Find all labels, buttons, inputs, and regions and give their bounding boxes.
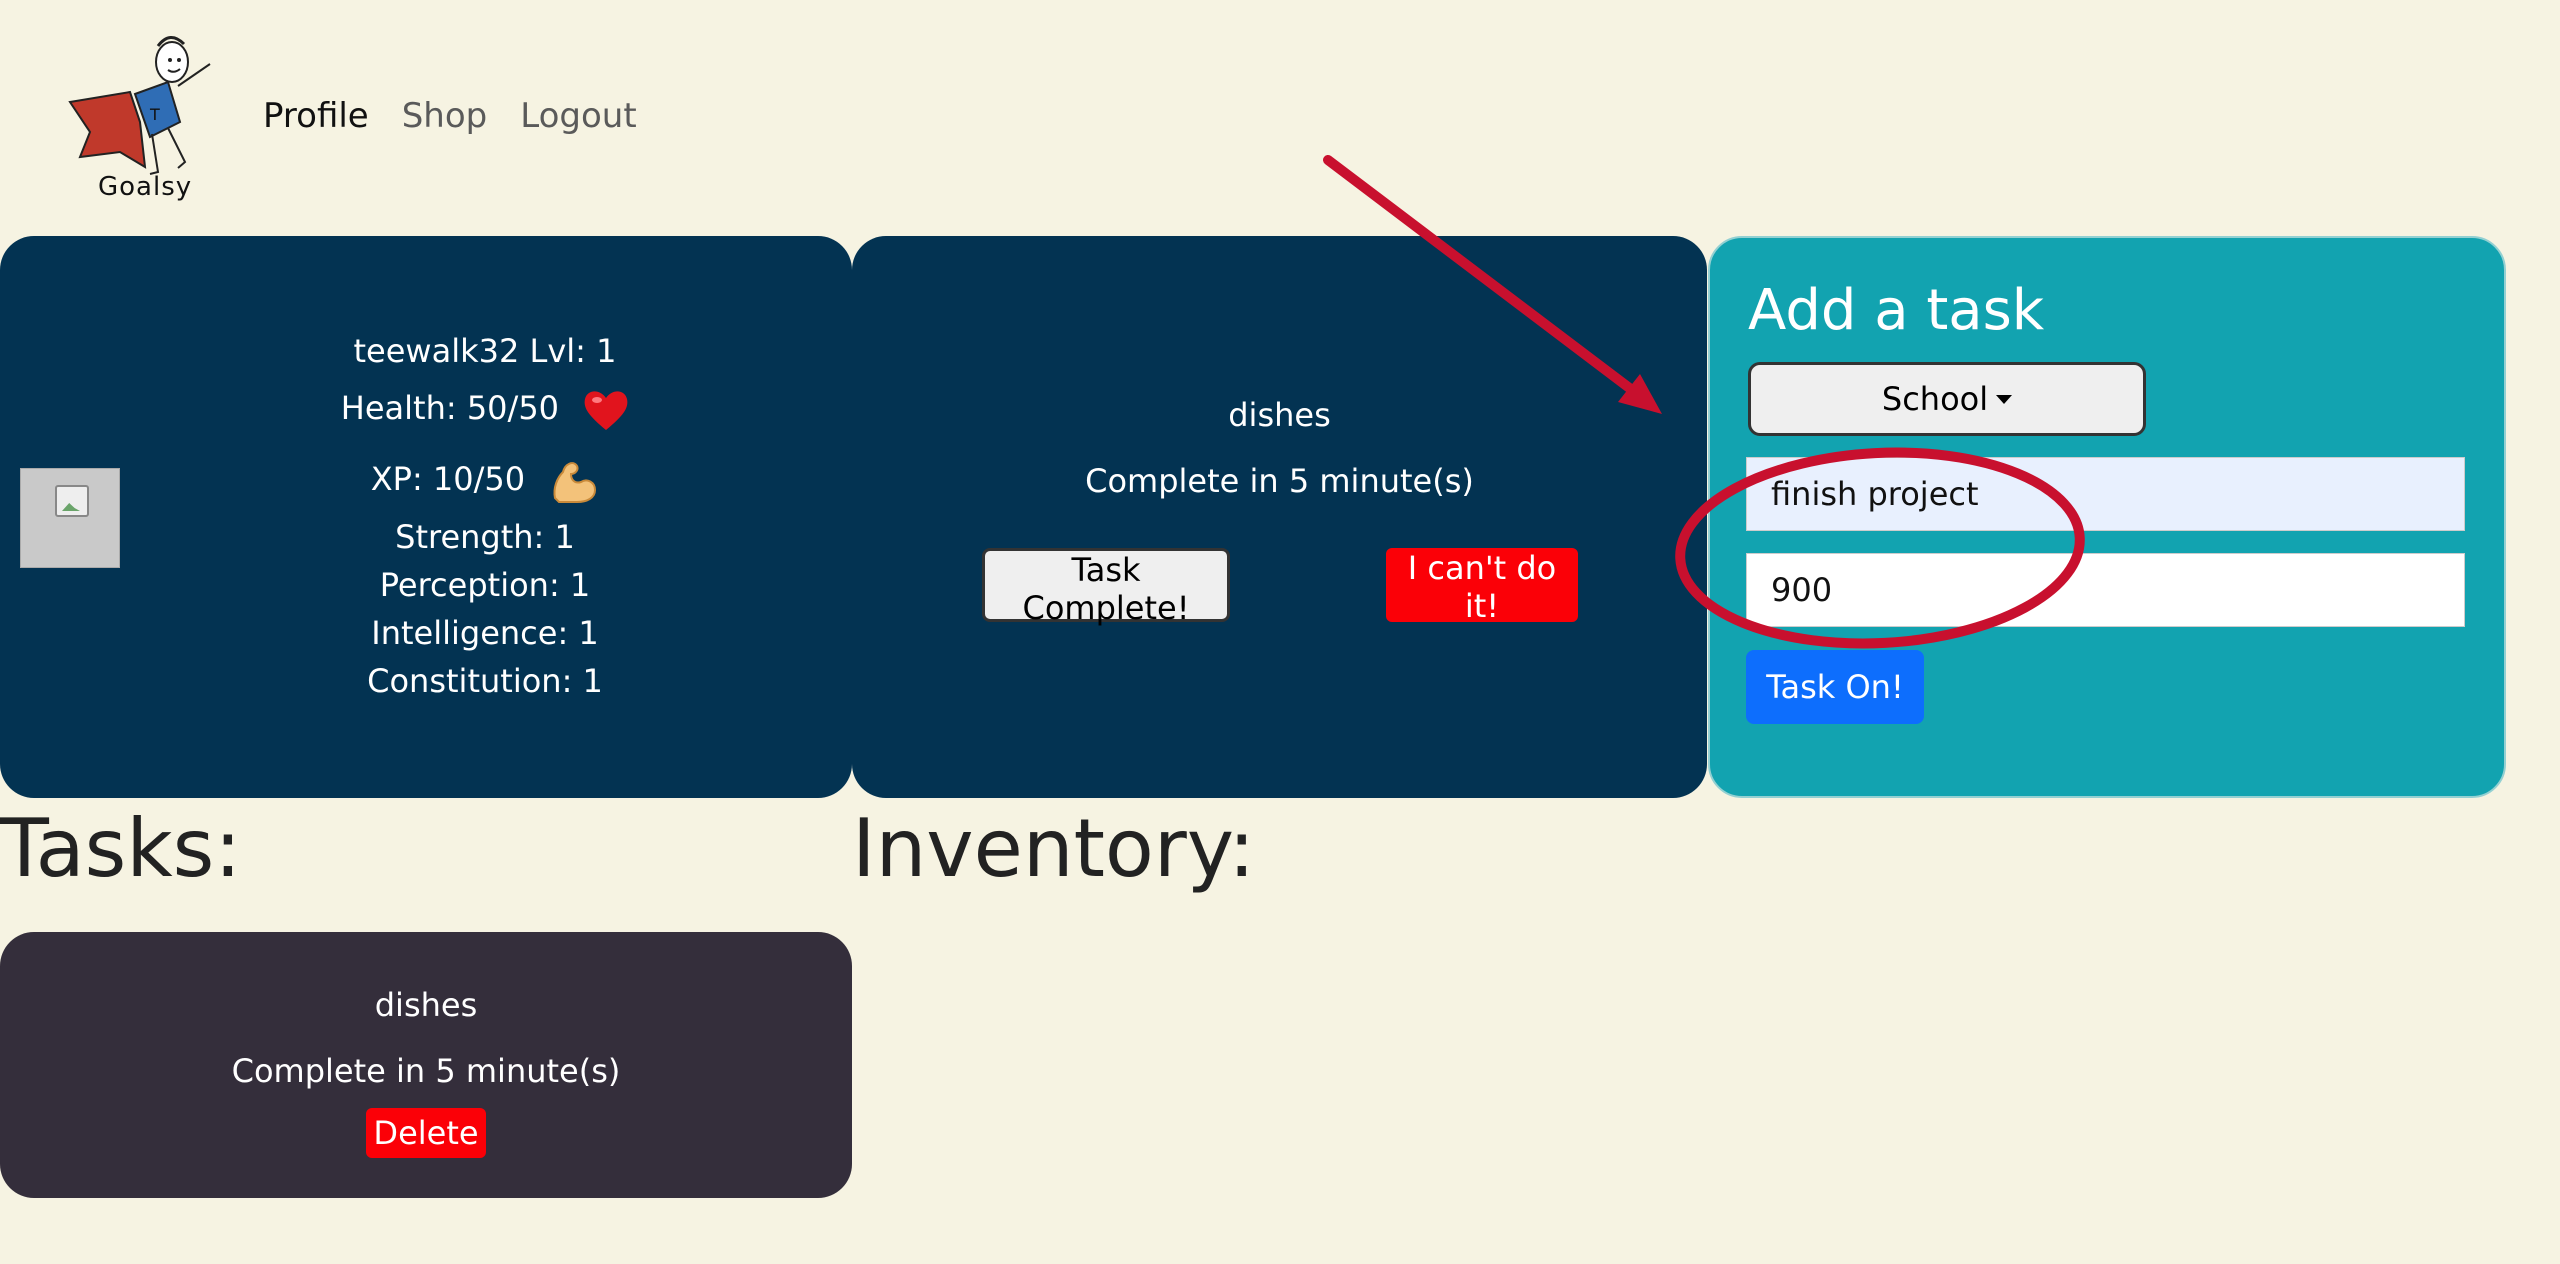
task-list-item-time: Complete in 5 minute(s) bbox=[231, 1052, 621, 1090]
avatar-image bbox=[20, 468, 120, 568]
task-complete-button[interactable]: Task Complete! bbox=[982, 548, 1230, 627]
task-list-item-title: dishes bbox=[374, 986, 478, 1024]
profile-strength: Strength: 1 bbox=[395, 518, 575, 556]
nav-shop[interactable]: Shop bbox=[401, 96, 488, 136]
current-task-card bbox=[852, 236, 1707, 798]
main-nav: Profile Shop Logout bbox=[263, 96, 637, 136]
task-name-input[interactable] bbox=[1746, 457, 2465, 531]
nav-logout[interactable]: Logout bbox=[520, 96, 637, 136]
heart-icon bbox=[583, 388, 629, 432]
current-task-title: dishes bbox=[1228, 396, 1331, 434]
add-task-title: Add a task bbox=[1748, 278, 2045, 343]
nav-profile[interactable]: Profile bbox=[263, 96, 369, 136]
category-dropdown[interactable]: School bbox=[1748, 362, 2146, 436]
goalsy-logo[interactable]: T bbox=[60, 22, 230, 212]
health-label: Health: 50/50 bbox=[340, 389, 560, 427]
profile-intelligence: Intelligence: 1 bbox=[371, 614, 599, 652]
logo-text: Goalsy bbox=[98, 172, 193, 202]
delete-task-button[interactable]: Delete bbox=[366, 1108, 486, 1158]
cant-do-it-button[interactable]: I can't do it! bbox=[1386, 548, 1578, 625]
svg-text:T: T bbox=[149, 105, 160, 124]
profile-perception: Perception: 1 bbox=[379, 566, 591, 604]
profile-health: Health: 50/50 bbox=[0, 388, 970, 432]
xp-label: XP: 10/50 bbox=[370, 460, 526, 498]
broken-image-icon bbox=[55, 485, 89, 517]
task-minutes-input[interactable] bbox=[1746, 553, 2465, 627]
profile-card bbox=[0, 236, 852, 798]
current-task-time: Complete in 5 minute(s) bbox=[1085, 462, 1474, 500]
category-selected: School bbox=[1881, 380, 1989, 418]
caret-down-icon bbox=[1996, 394, 2013, 404]
profile-user-level: teewalk32 Lvl: 1 bbox=[353, 332, 617, 370]
profile-constitution: Constitution: 1 bbox=[367, 662, 603, 700]
profile-xp: XP: 10/50 bbox=[0, 458, 970, 504]
inventory-heading: Inventory: bbox=[852, 802, 1256, 895]
tasks-heading: Tasks: bbox=[0, 802, 242, 895]
flexed-bicep-icon bbox=[549, 458, 599, 504]
task-on-button[interactable]: Task On! bbox=[1746, 650, 1924, 724]
